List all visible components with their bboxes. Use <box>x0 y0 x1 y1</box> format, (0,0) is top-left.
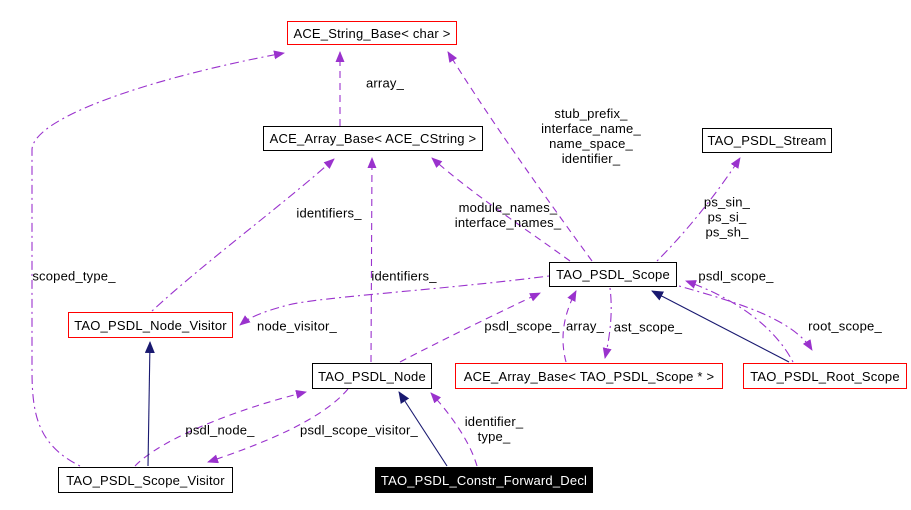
edge-label-label-array-top: array_ <box>365 75 405 91</box>
class-node-tao-psdl-root-scope[interactable]: TAO_PSDL_Root_Scope <box>743 363 907 389</box>
edge-inherit-scope-visitor-from-node-visitor <box>144 341 155 467</box>
edge-usage-scope-to-stream-ps <box>656 157 741 262</box>
edge-label-label-stub-prefix: stub_prefix_interface_name_name_space_id… <box>541 106 641 166</box>
edge-label-label-identifiers-left: identifiers_ <box>296 205 362 221</box>
edge-usage-node-to-scope-psdl-scope <box>399 292 541 363</box>
class-node-ace-array-base-cstring[interactable]: ACE_Array_Base< ACE_CString > <box>263 126 483 151</box>
class-node-tao-psdl-scope-visitor[interactable]: TAO_PSDL_Scope_Visitor <box>58 467 233 493</box>
class-node-tao-psdl-node-visitor[interactable]: TAO_PSDL_Node_Visitor <box>68 312 233 338</box>
class-node-ace-array-base-scope[interactable]: ACE_Array_Base< TAO_PSDL_Scope * > <box>455 363 723 389</box>
class-node-tao-psdl-scope[interactable]: TAO_PSDL_Scope <box>549 262 677 287</box>
edge-label-label-module-names: module_names_interface_names_ <box>454 200 562 230</box>
class-node-ace-string-base[interactable]: ACE_String_Base< char > <box>287 21 457 45</box>
edge-usage-constr-to-node-identifier-type <box>430 392 478 467</box>
edge-label-label-array-mid: array_ <box>565 318 605 334</box>
class-node-label: ACE_Array_Base< ACE_CString > <box>269 131 477 146</box>
edge-inherit-constr-forward-decl-from-node <box>398 391 448 467</box>
edge-label-label-identifiers-center: identifiers_ <box>371 268 437 284</box>
edge-usage-node-visitor-to-cstring-identifiers <box>151 158 335 312</box>
edge-label-label-scoped-type: scoped_type_ <box>32 268 116 284</box>
class-node-label: TAO_PSDL_Scope_Visitor <box>66 472 225 488</box>
edge-inherit-root-scope-from-scope <box>651 290 790 363</box>
edge-label-label-ast-scope: ast_scope_ <box>613 319 683 335</box>
class-node-label: TAO_PSDL_Node <box>318 368 426 384</box>
edge-label-label-ps: ps_sin_ps_si_ps_sh_ <box>703 194 751 240</box>
edge-usage-scope-array-to-scope-array <box>562 290 577 363</box>
class-node-tao-psdl-node[interactable]: TAO_PSDL_Node <box>312 363 432 389</box>
edge-usage-scope-to-node-visitor-node-visitor <box>239 275 550 326</box>
class-node-label: ACE_String_Base< char > <box>293 25 451 41</box>
class-node-label: TAO_PSDL_Root_Scope <box>750 368 900 384</box>
class-node-label: TAO_PSDL_Stream <box>707 133 827 148</box>
edge-usage-scope-to-cstring-module-names <box>431 157 571 262</box>
edge-label-label-psdl-scope-mid: psdl_scope_ <box>484 318 560 334</box>
class-node-tao-psdl-stream[interactable]: TAO_PSDL_Stream <box>702 128 832 153</box>
class-node-label: TAO_PSDL_Constr_Forward_Decl <box>380 472 588 488</box>
edge-label-label-psdl-scope-right: psdl_scope_ <box>698 268 774 284</box>
edge-label-label-identifier-type: identifier_type_ <box>464 414 524 444</box>
class-node-label: ACE_Array_Base< TAO_PSDL_Scope * > <box>463 368 715 384</box>
edge-usage-root-scope-to-scope-psdl-scope <box>685 280 794 363</box>
edge-usage-node-to-cstring-identifiers <box>367 157 377 363</box>
edge-usage-scope-visitor-to-node-psdl-node <box>134 389 307 467</box>
edge-usage-node-to-scope-visitor-psdl-scope-vis <box>207 388 349 464</box>
edge-usage-scope-to-scope-array-ast-scope <box>602 287 612 359</box>
edge-label-label-node-visitor: node_visitor_ <box>257 318 337 334</box>
class-node-label: TAO_PSDL_Node_Visitor <box>74 317 227 333</box>
edge-label-label-psdl-node: psdl_node_ <box>185 422 255 438</box>
class-node-label: TAO_PSDL_Scope <box>556 267 670 282</box>
edge-usage-scope-visitor-to-string-scoped-type <box>31 50 285 467</box>
edge-label-label-psdl-scope-visitor: psdl_scope_visitor_ <box>300 422 418 438</box>
edge-usage-scope-to-string-stub-prefix <box>447 51 593 262</box>
edge-label-label-root-scope: root_scope_ <box>808 318 882 334</box>
class-node-tao-psdl-constr-forward-decl[interactable]: TAO_PSDL_Constr_Forward_Decl <box>375 467 593 493</box>
edge-usage-scope-to-root-scope-root-scope <box>678 285 813 351</box>
